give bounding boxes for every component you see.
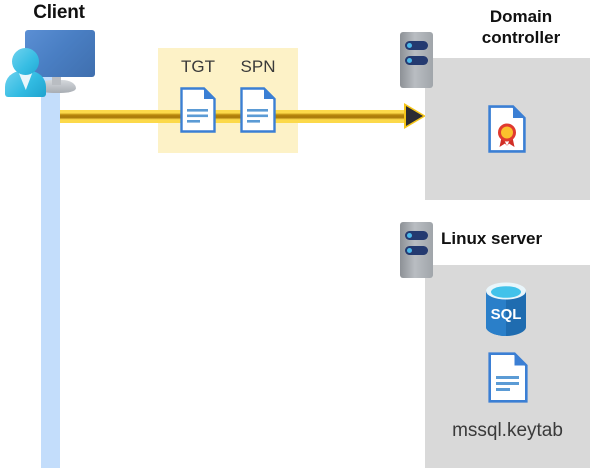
server-bay-icon (405, 231, 428, 240)
tgt-document-icon (180, 87, 216, 133)
flow-arrow-line (60, 110, 412, 123)
client-label: Client (33, 2, 85, 23)
server-bay-icon (405, 41, 428, 50)
spn-document-icon (240, 87, 276, 133)
sql-database-icon: SQL (486, 282, 526, 336)
server-bay-icon (405, 56, 428, 65)
certificate-document-icon (488, 105, 526, 153)
domain-controller-title: Domain controller (441, 6, 600, 48)
keytab-document-icon (488, 352, 528, 403)
linux-server-icon (400, 222, 433, 278)
tgt-label: TGT (181, 57, 215, 76)
svg-text:SQL: SQL (491, 306, 522, 323)
domain-controller-title-line1: Domain (489, 7, 553, 26)
domain-controller-server-icon (400, 32, 433, 88)
server-bay-icon (405, 246, 428, 255)
monitor-base-icon (38, 80, 76, 93)
monitor-neck-icon (52, 76, 61, 85)
client-lifeline (41, 72, 60, 468)
domain-controller-title-line2: controller (481, 28, 561, 47)
person-head-icon (12, 48, 39, 75)
flow-arrow-head-icon (406, 106, 423, 126)
linux-server-title: Linux server (441, 229, 543, 248)
keytab-filename-label: mssql.keytab (452, 420, 563, 441)
spn-label: SPN (240, 57, 276, 76)
